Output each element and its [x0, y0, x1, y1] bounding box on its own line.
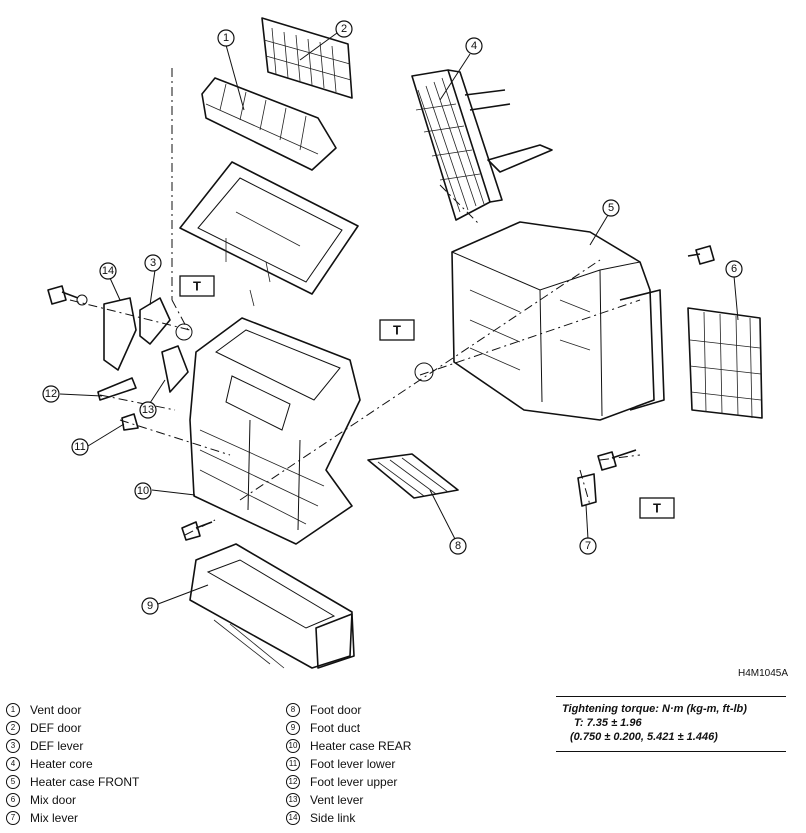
- legend-label: Side link: [310, 811, 356, 825]
- callout-4: 4: [465, 37, 483, 55]
- torque-value: T: 7.35 ± 1.96: [574, 717, 642, 729]
- vent-door-part: [201, 77, 337, 171]
- callout-8: 8: [449, 537, 467, 555]
- torque-marker-box: T: [179, 275, 215, 297]
- legend-number: 9: [286, 721, 300, 735]
- svg-text:T: T: [193, 279, 201, 294]
- legend-number: 11: [286, 757, 300, 771]
- legend-item: 3 DEF lever: [6, 737, 139, 755]
- legend-label: Foot lever upper: [310, 775, 398, 789]
- legend-label: Foot lever lower: [310, 757, 396, 771]
- bolt-parts: [47, 245, 715, 541]
- legend-label: Heater core: [30, 757, 93, 771]
- svg-text:4: 4: [471, 40, 477, 52]
- legend-label: Mix lever: [30, 811, 79, 825]
- legend-number: 7: [6, 811, 20, 825]
- def-door-part: [261, 17, 353, 99]
- torque-heading: Tightening torque: N·m (kg-m, ft-lb): [562, 703, 747, 715]
- legend-item: 2 DEF door: [6, 719, 139, 737]
- heater-case-rear-part: [189, 317, 361, 545]
- legend-label: Vent lever: [310, 793, 364, 807]
- svg-text:1: 1: [223, 32, 229, 44]
- legend-number: 4: [6, 757, 20, 771]
- svg-text:6: 6: [731, 263, 737, 275]
- svg-text:T: T: [653, 501, 661, 516]
- legend-item: 8 Foot door: [286, 701, 411, 719]
- legend-item: 5 Heater case FRONT: [6, 773, 139, 791]
- legend-number: 2: [6, 721, 20, 735]
- svg-text:7: 7: [585, 540, 591, 552]
- callout-10: 10: [134, 482, 152, 500]
- foot-door-part: [367, 453, 459, 499]
- callout-13: 13: [139, 401, 157, 419]
- callout-2: 2: [335, 20, 353, 38]
- svg-text:3: 3: [150, 257, 156, 269]
- callout-11: 11: [71, 438, 89, 456]
- tightening-torque-note: Tightening torque: N·m (kg-m, ft-lb) T: …: [556, 696, 786, 752]
- legend-number: 10: [286, 739, 300, 753]
- legend-number: 12: [286, 775, 300, 789]
- svg-text:9: 9: [147, 600, 153, 612]
- legend-label: DEF lever: [30, 739, 84, 753]
- lever-parts: [97, 297, 597, 507]
- legend-item: 11 Foot lever lower: [286, 755, 411, 773]
- svg-text:T: T: [393, 323, 401, 338]
- legend-label: DEF door: [30, 721, 82, 735]
- foot-duct-part: [189, 543, 355, 669]
- legend-number: 13: [286, 793, 300, 807]
- svg-text:12: 12: [45, 388, 57, 400]
- callout-9: 9: [141, 597, 159, 615]
- case-gasket-frame: [179, 161, 359, 307]
- svg-text:5: 5: [608, 202, 614, 214]
- mix-door-part: [687, 307, 763, 419]
- legend-item: 13 Vent lever: [286, 791, 411, 809]
- parts-legend-right: 8 Foot door 9 Foot duct 10 Heater case REAR…: [286, 701, 411, 827]
- svg-text:13: 13: [142, 404, 154, 416]
- callout-leaders: [59, 32, 739, 605]
- heater-core-part: [411, 69, 553, 221]
- svg-text:10: 10: [137, 485, 149, 497]
- svg-text:8: 8: [455, 540, 461, 552]
- callout-5: 5: [602, 199, 620, 217]
- legend-label: Foot duct: [310, 721, 361, 735]
- svg-text:2: 2: [341, 23, 347, 35]
- legend-item: 4 Heater core: [6, 755, 139, 773]
- legend-item: 12 Foot lever upper: [286, 773, 411, 791]
- callout-12: 12: [42, 385, 60, 403]
- legend-label: Foot door: [310, 703, 362, 717]
- svg-text:11: 11: [74, 441, 85, 453]
- legend-number: 6: [6, 793, 20, 807]
- torque-marker-box: T: [639, 497, 675, 519]
- torque-marker-box: T: [379, 319, 415, 341]
- legend-item: 7 Mix lever: [6, 809, 139, 827]
- legend-label: Heater case REAR: [310, 739, 412, 753]
- callout-14: 14: [99, 262, 117, 280]
- legend-label: Vent door: [30, 703, 82, 717]
- callout-6: 6: [725, 260, 743, 278]
- svg-text:14: 14: [102, 265, 114, 277]
- torque-value-converted: (0.750 ± 0.200, 5.421 ± 1.446): [570, 731, 718, 743]
- legend-number: 14: [286, 811, 300, 825]
- legend-item: 1 Vent door: [6, 701, 139, 719]
- legend-number: 3: [6, 739, 20, 753]
- legend-item: 6 Mix door: [6, 791, 139, 809]
- figure-reference-code: H4M1045A: [738, 668, 789, 679]
- legend-label: Mix door: [30, 793, 77, 807]
- legend-number: 8: [286, 703, 300, 717]
- heater-case-front-part: [451, 221, 665, 421]
- exploded-view-diagram: T T T 1 2 3 4 5 6 7 8 9 10 11 12 13 14: [42, 17, 763, 669]
- callout-1: 1: [217, 29, 235, 47]
- legend-number: 5: [6, 775, 20, 789]
- legend-item: 14 Side link: [286, 809, 411, 827]
- legend-number: 1: [6, 703, 20, 717]
- legend-item: 10 Heater case REAR: [286, 737, 411, 755]
- callout-3: 3: [144, 254, 162, 272]
- legend-item: 9 Foot duct: [286, 719, 411, 737]
- callout-7: 7: [579, 537, 597, 555]
- legend-label: Heater case FRONT: [30, 775, 140, 789]
